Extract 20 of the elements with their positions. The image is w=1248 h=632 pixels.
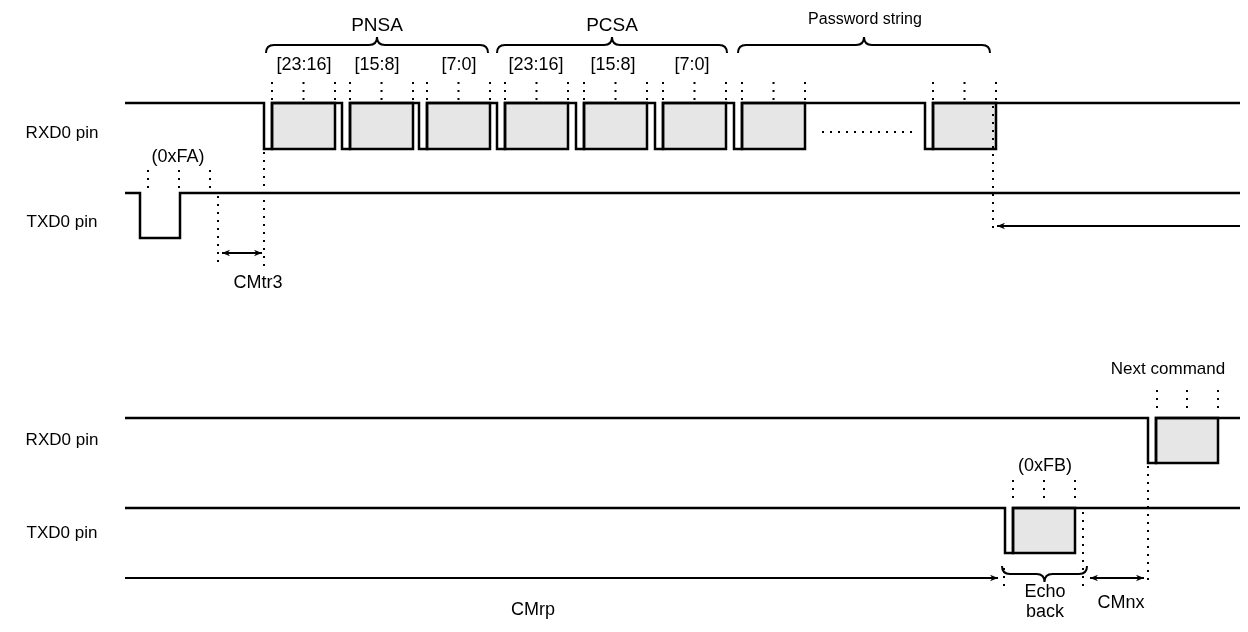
signal-label: TXD0 pin [26, 524, 98, 543]
bit-range-label: [15:8] [590, 55, 636, 75]
signal-label: RXD0 pin [25, 431, 99, 450]
field-label: Password string [808, 10, 922, 28]
bit-range-label: [23:16] [276, 55, 332, 75]
field-label: PNSA [351, 15, 403, 36]
timing-label: Echo back [1023, 582, 1067, 622]
field-label: PCSA [586, 15, 638, 36]
bit-range-label: [15:8] [354, 55, 400, 75]
signal-label: TXD0 pin [26, 213, 98, 232]
timing-label: CMtr3 [233, 273, 283, 293]
bit-range-label: [7:0] [441, 55, 477, 75]
timing-label: CMrp [511, 600, 555, 620]
bit-range-label: [7:0] [674, 55, 710, 75]
signal-label: RXD0 pin [25, 124, 99, 143]
code-label: (0xFB) [1018, 456, 1072, 476]
code-label: (0xFA) [151, 147, 205, 167]
bit-range-label: [23:16] [508, 55, 564, 75]
timing-label: CMnx [1097, 593, 1145, 613]
field-label: Next command [1110, 360, 1226, 379]
